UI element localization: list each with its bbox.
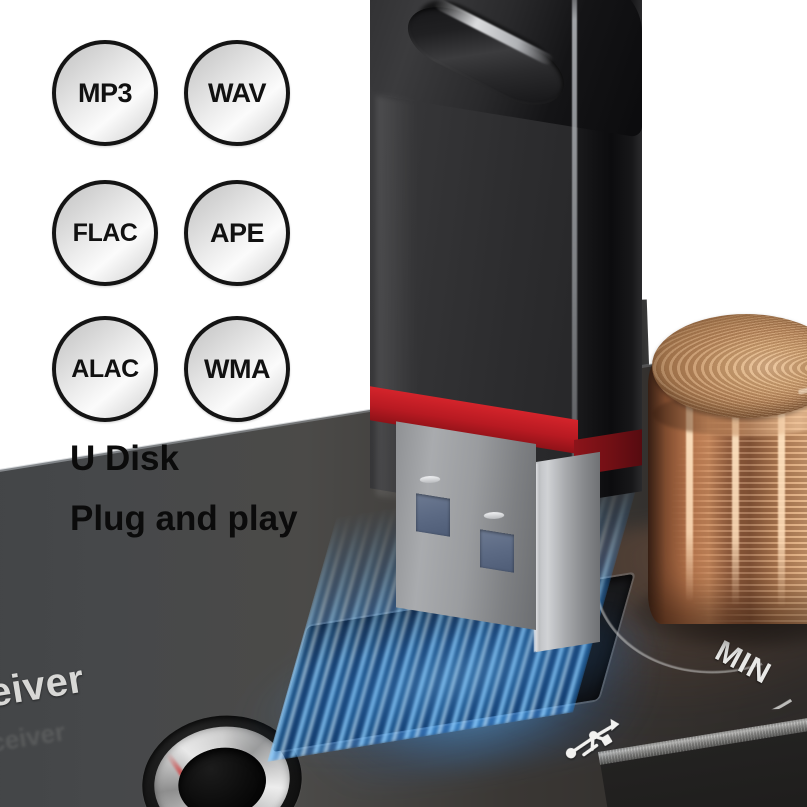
usb-connector-side-face (536, 451, 600, 652)
silkscreen-min-label: MIN (709, 634, 777, 691)
audio-jack-red-reflection (165, 752, 185, 777)
badge-wav: WAV (184, 40, 290, 146)
usb-trident-icon (554, 711, 631, 774)
badge-flac: FLAC (52, 180, 158, 286)
usb-connector-notch (480, 529, 514, 573)
knob-top-face (652, 314, 807, 418)
subline-text: Plug and play (70, 499, 298, 538)
knob-contact-shadow (632, 578, 807, 650)
volume-knob[interactable] (632, 310, 807, 655)
device-front-face (600, 704, 807, 807)
knob-flute (686, 372, 693, 602)
badge-mp3: MP3 (52, 40, 158, 146)
knob-position-indicator (797, 382, 807, 395)
device-metal-trim (598, 692, 807, 765)
audio-jack-ring (146, 716, 298, 807)
badge-wav-label: WAV (208, 77, 267, 108)
knob-top-knurling (652, 314, 807, 418)
headline-text: U Disk (70, 439, 179, 478)
audio-jack-hole (173, 741, 272, 807)
audio-jack-recess (132, 704, 312, 807)
badge-wma: WMA (184, 316, 290, 422)
badge-mp3-label: MP3 (77, 77, 133, 108)
badge-flac-label: FLAC (72, 218, 138, 247)
badge-alac-label: ALAC (71, 354, 139, 383)
badge-ape-label: APE (209, 217, 265, 248)
knob-body (648, 356, 807, 624)
usb-connector-notch (416, 493, 450, 537)
marketing-copy: U Disk Plug and play (70, 438, 400, 540)
knob-flute (778, 372, 785, 608)
badge-alac: ALAC (52, 316, 158, 422)
knob-knurling (648, 356, 807, 624)
knob-rim (652, 392, 807, 436)
knob-flute (732, 380, 739, 606)
badge-wma-label: WMA (204, 353, 270, 384)
silkscreen-ghost-label: ceiver (0, 716, 68, 758)
badge-ape: APE (184, 180, 290, 286)
supported-format-badges: MP3 WAV FLAC APE ALAC WMA (52, 40, 308, 432)
silkscreen-receiver-label: ceiver (0, 656, 88, 720)
audio-jack[interactable] (132, 704, 312, 807)
